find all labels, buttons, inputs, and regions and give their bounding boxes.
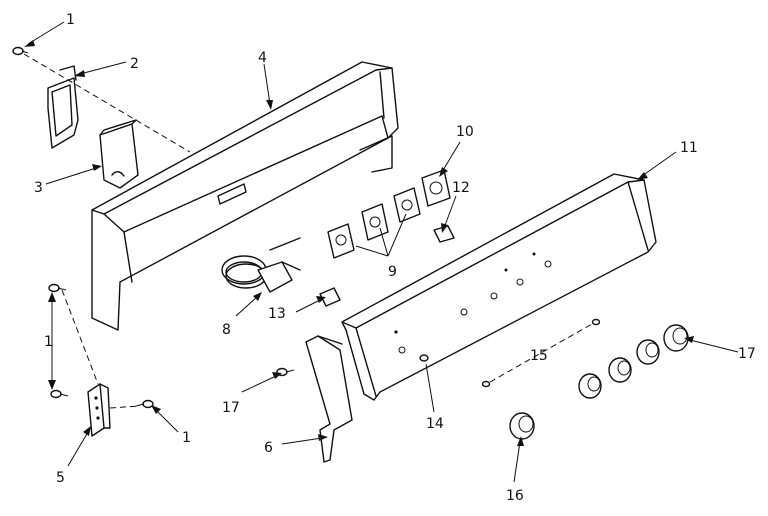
knob-3 — [636, 339, 660, 365]
callout-9: 9 — [388, 264, 397, 280]
leader-lines — [24, 21, 739, 483]
part-1-screw-low — [50, 389, 69, 399]
knob-2 — [608, 357, 632, 383]
panel-hole-4 — [516, 278, 524, 286]
part-8-thermostat — [221, 237, 301, 293]
part-1-screw-bottom — [135, 399, 154, 409]
callout-6: 6 — [264, 440, 273, 456]
part-11-control-panel — [341, 173, 657, 401]
part-15-pin — [481, 318, 601, 388]
callout-5: 5 — [56, 470, 65, 486]
part-9-switches — [327, 187, 421, 259]
screw-alignment-line-bottom — [109, 405, 141, 409]
panel-hole-5 — [544, 260, 552, 268]
part-1-screw-top — [12, 46, 29, 56]
callout-13: 13 — [268, 306, 286, 322]
part-14-lens — [419, 354, 429, 362]
callout-14: 14 — [426, 416, 444, 432]
knob-4 — [663, 324, 689, 352]
callout-15: 15 — [530, 348, 548, 364]
part-4-backguard — [91, 61, 399, 331]
callout-3: 3 — [34, 180, 43, 196]
callout-17-left: 17 — [222, 400, 240, 416]
callout-10: 10 — [456, 124, 474, 140]
callout-12: 12 — [452, 180, 470, 196]
panel-hole-3 — [490, 292, 498, 300]
panel-hole-2 — [460, 308, 468, 316]
callout-2: 2 — [130, 56, 139, 72]
callout-4: 4 — [258, 50, 267, 66]
switch-a — [327, 223, 355, 259]
part-3-bracket — [99, 119, 139, 189]
callout-8: 8 — [222, 322, 231, 338]
part-10-switch — [421, 169, 451, 207]
part-6-side-bracket — [305, 335, 353, 463]
screw-alignment-line-left — [61, 289, 99, 385]
switch-c — [393, 187, 421, 223]
part-13-light — [319, 287, 341, 307]
part-5-hinge-bracket — [87, 383, 111, 437]
screw-alignment-line-top — [23, 53, 191, 153]
part-1-screw-mid — [48, 283, 67, 293]
callout-17-right: 17 — [738, 346, 756, 362]
part-2-bracket — [47, 65, 79, 149]
callout-11: 11 — [680, 140, 698, 156]
callout-1-top: 1 — [66, 12, 75, 28]
callout-1-bottom: 1 — [182, 430, 191, 446]
switch-b — [361, 203, 389, 241]
callout-16: 16 — [506, 488, 524, 504]
part-16-knob — [509, 412, 535, 440]
panel-hole-1 — [398, 346, 406, 354]
knob-1 — [578, 373, 602, 399]
callout-1-left: 1 — [44, 334, 53, 350]
